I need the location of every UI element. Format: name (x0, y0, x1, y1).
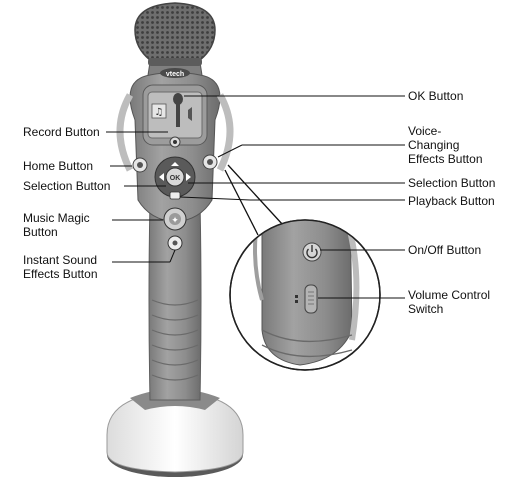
svg-text:♫: ♫ (155, 107, 164, 118)
ok-icon: OK (170, 175, 181, 182)
microphone-icon (173, 93, 183, 127)
label-home-button: Home Button (23, 159, 94, 173)
zoom-connector (224, 164, 284, 236)
label-music-magic-button: Music Magic Button (23, 211, 90, 239)
playback-button[interactable] (169, 191, 181, 200)
voice-changing-effects-button[interactable] (202, 154, 218, 170)
label-playback-button: Playback Button (408, 194, 495, 208)
brand-logo: vtech (166, 71, 184, 78)
label-selection-button-right: Selection Button (408, 176, 496, 190)
microphone-handle (148, 199, 202, 401)
selection-right-arrow (186, 173, 191, 181)
instant-sound-effects-button[interactable] (167, 235, 183, 251)
volume-control-switch[interactable] (295, 284, 318, 314)
speaker-icon (188, 107, 192, 121)
microphone-grille (134, 2, 216, 66)
volume-indicator-icon (295, 295, 298, 303)
brand-badge: vtech (160, 68, 190, 78)
music-note-icon: ♫ (151, 103, 167, 119)
charging-base (106, 389, 244, 477)
label-ok-button: OK Button (408, 89, 464, 103)
selection-left-arrow (159, 173, 164, 181)
label-selection-button-left: Selection Button (23, 179, 111, 193)
leader-lines (106, 95, 405, 299)
selection-up-arrow (171, 162, 179, 166)
label-voice-changing-effects-button: Voice- Changing Effects Button (408, 124, 483, 166)
label-on-off-button: On/Off Button (408, 243, 482, 257)
ok-button[interactable]: OK (165, 167, 185, 187)
label-instant-sound-effects-button: Instant Sound Effects Button (23, 253, 98, 281)
on-off-button[interactable] (302, 242, 322, 262)
music-magic-button[interactable]: ✦ (163, 207, 187, 231)
svg-text:✦: ✦ (171, 216, 179, 226)
label-record-button: Record Button (23, 125, 100, 139)
record-button[interactable] (169, 136, 181, 148)
home-button[interactable] (132, 157, 148, 173)
label-volume-control-switch: Volume Control Switch (408, 288, 491, 316)
power-icon (306, 245, 318, 259)
